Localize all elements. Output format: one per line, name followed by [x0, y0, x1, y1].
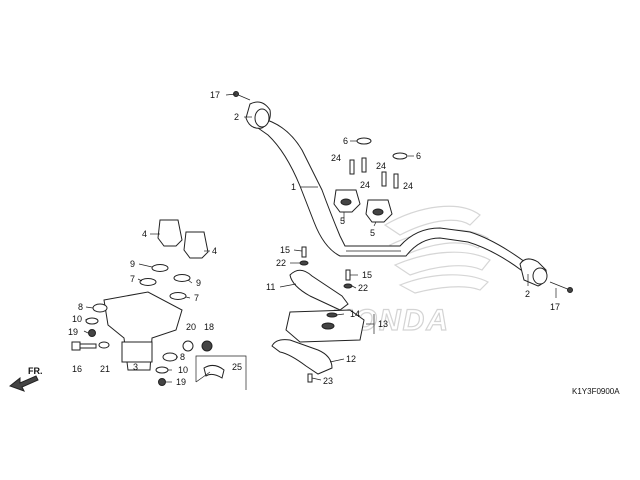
callout-1: 1	[291, 182, 296, 192]
callout-labels: 1 2 2 3 4 4 5 5 6 6 7 7 8 8 9 9 10 10 11…	[68, 90, 560, 387]
callout-12: 12	[346, 354, 356, 364]
rubber-right	[162, 352, 178, 362]
grip-end-screw-right	[549, 281, 573, 293]
callout-4-right: 4	[212, 246, 217, 256]
upper-holder-left	[333, 189, 361, 213]
callout-7-left: 7	[130, 274, 135, 284]
callout-6-right: 6	[416, 151, 421, 161]
upper-holder-right	[365, 199, 393, 223]
lower-holder-left	[157, 219, 183, 247]
spring-14	[326, 312, 338, 318]
washer-21	[98, 341, 110, 349]
callout-3: 3	[133, 362, 138, 372]
callout-7-right: 7	[194, 293, 199, 303]
callout-4-left: 4	[142, 229, 147, 239]
callout-10-left: 10	[72, 314, 82, 324]
callout-8-left: 8	[78, 302, 83, 312]
cap-right	[392, 152, 408, 160]
left-grip	[245, 101, 271, 129]
callout-25: 25	[232, 362, 242, 372]
callout-14: 14	[350, 309, 360, 319]
callout-24-d: 24	[403, 181, 413, 191]
collar-right	[155, 366, 169, 374]
callout-2-left: 2	[234, 112, 239, 122]
callout-18: 18	[204, 322, 214, 332]
right-grip	[519, 258, 548, 287]
grip-end-screw-left	[233, 91, 251, 101]
callout-20: 20	[186, 322, 196, 332]
handlebar	[257, 117, 526, 271]
callout-17-right: 17	[550, 302, 560, 312]
switch-housing	[285, 309, 365, 343]
callout-10-right: 10	[178, 365, 188, 375]
callout-21: 21	[100, 364, 110, 374]
washer-20	[182, 340, 194, 352]
callout-22-right: 22	[358, 283, 368, 293]
callout-11: 11	[266, 282, 275, 292]
callout-15-right: 15	[362, 270, 372, 280]
leader-lines	[83, 93, 557, 383]
lower-holder-right	[183, 231, 209, 259]
callout-8-right: 8	[180, 352, 185, 362]
callout-9-left: 9	[130, 259, 135, 269]
nut-right	[158, 378, 166, 386]
callout-17-left: 17	[210, 90, 220, 100]
diagram-code: K1Y3F0900A	[572, 387, 620, 396]
callout-5-right: 5	[370, 228, 375, 238]
rubber-left	[92, 303, 108, 313]
callout-5-left: 5	[340, 216, 345, 226]
clip-box	[195, 355, 247, 390]
callout-9-right: 9	[196, 278, 201, 288]
callout-24-a: 24	[331, 153, 341, 163]
front-direction-arrow: FR.	[8, 366, 43, 392]
screw-23	[307, 373, 313, 383]
callout-13: 13	[378, 319, 388, 329]
bolt-16	[71, 341, 97, 351]
callout-24-c: 24	[360, 180, 370, 190]
holder-11	[289, 269, 349, 311]
callout-22-left: 22	[276, 258, 286, 268]
callout-2-right: 2	[525, 289, 530, 299]
nut-left	[88, 329, 96, 337]
nut-18	[201, 340, 213, 352]
lever-12	[271, 339, 333, 375]
top-bridge	[103, 291, 183, 371]
collar-left	[85, 317, 99, 325]
callout-19-right: 19	[176, 377, 186, 387]
callout-19-left: 19	[68, 327, 78, 337]
callout-15-left: 15	[280, 245, 290, 255]
holder-bolts	[349, 157, 399, 189]
callout-23: 23	[323, 376, 333, 386]
callout-6-left: 6	[343, 136, 348, 146]
fr-label: FR.	[28, 366, 43, 376]
callout-16: 16	[72, 364, 82, 374]
cap-left	[356, 137, 372, 145]
callout-24-b: 24	[376, 161, 386, 171]
washers	[139, 264, 191, 300]
